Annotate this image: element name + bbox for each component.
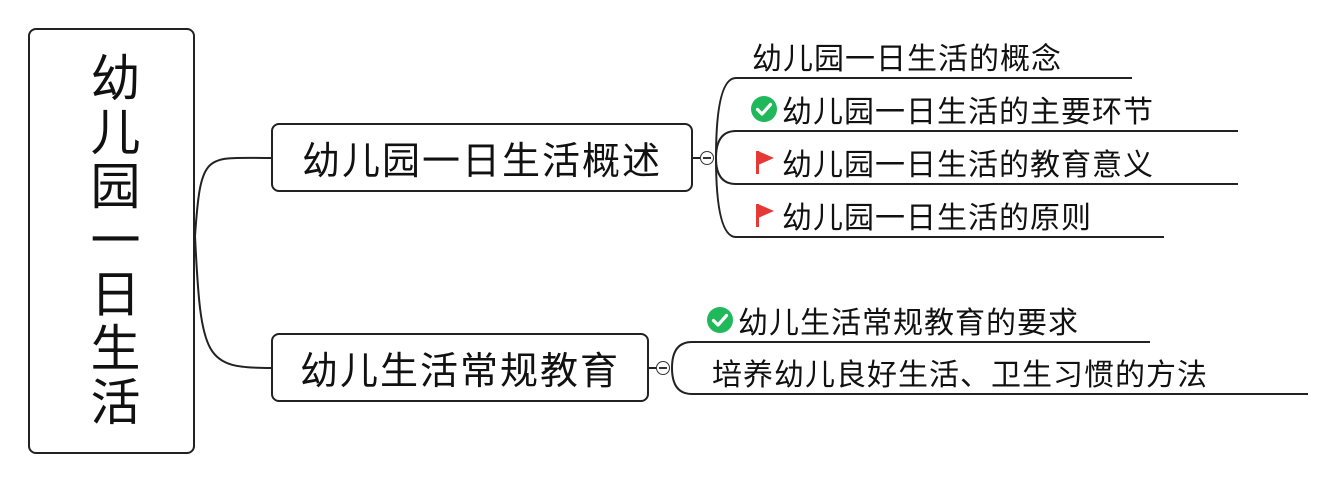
leaf-topic[interactable]: 幼儿园一日生活的主要环节 xyxy=(750,89,1154,130)
root-topic[interactable]: 幼儿园一日生活 xyxy=(28,28,195,454)
leaf-topic-label: 幼儿园一日生活的教育意义 xyxy=(782,148,1154,183)
branch-topic-label: 幼儿园一日生活概述 xyxy=(301,139,662,183)
leaf-topic[interactable]: 幼儿园一日生活的教育意义 xyxy=(750,142,1154,183)
leaf-topic[interactable]: 幼儿生活常规教育的要求 xyxy=(706,300,1079,341)
connector-root-branch-2 xyxy=(194,235,272,369)
branch-topic-routine-education[interactable]: 幼儿生活常规教育 xyxy=(271,333,649,402)
leaf-topic-label: 培养幼儿良好生活、卫生习惯的方法 xyxy=(712,358,1208,393)
leaf-topic-label: 幼儿园一日生活的主要环节 xyxy=(782,95,1154,130)
connector-leaf-2-2 xyxy=(671,367,1308,395)
red-flag-icon xyxy=(756,204,774,227)
leaf-topic-label: 幼儿园一日生活的概念 xyxy=(752,42,1062,77)
collapse-toggle-icon[interactable] xyxy=(656,361,670,375)
connector-leaf-2-1 xyxy=(671,341,1150,369)
connector-leaf-1-4 xyxy=(715,157,1164,238)
leaf-topic-label: 幼儿园一日生活的原则 xyxy=(782,201,1092,236)
check-circle-icon xyxy=(751,96,777,122)
red-flag-icon xyxy=(756,151,774,174)
leaf-topic[interactable]: 幼儿园一日生活的原则 xyxy=(750,195,1092,236)
branch-topic-overview[interactable]: 幼儿园一日生活概述 xyxy=(271,123,693,192)
collapse-toggle-icon[interactable] xyxy=(700,151,714,165)
root-topic-label: 幼儿园一日生活 xyxy=(82,52,141,430)
leaf-topic-label: 幼儿生活常规教育的要求 xyxy=(738,306,1079,341)
check-circle-icon xyxy=(707,307,733,333)
connector-leaf-1-1 xyxy=(715,77,1132,159)
leaf-topic[interactable]: 培养幼儿良好生活、卫生习惯的方法 xyxy=(712,352,1208,393)
branch-topic-label: 幼儿生活常规教育 xyxy=(299,349,620,393)
leaf-topic[interactable]: 幼儿园一日生活的概念 xyxy=(752,36,1062,77)
connector-root-branch-1 xyxy=(194,156,272,237)
connector-leaf-1-2 xyxy=(715,130,1238,159)
